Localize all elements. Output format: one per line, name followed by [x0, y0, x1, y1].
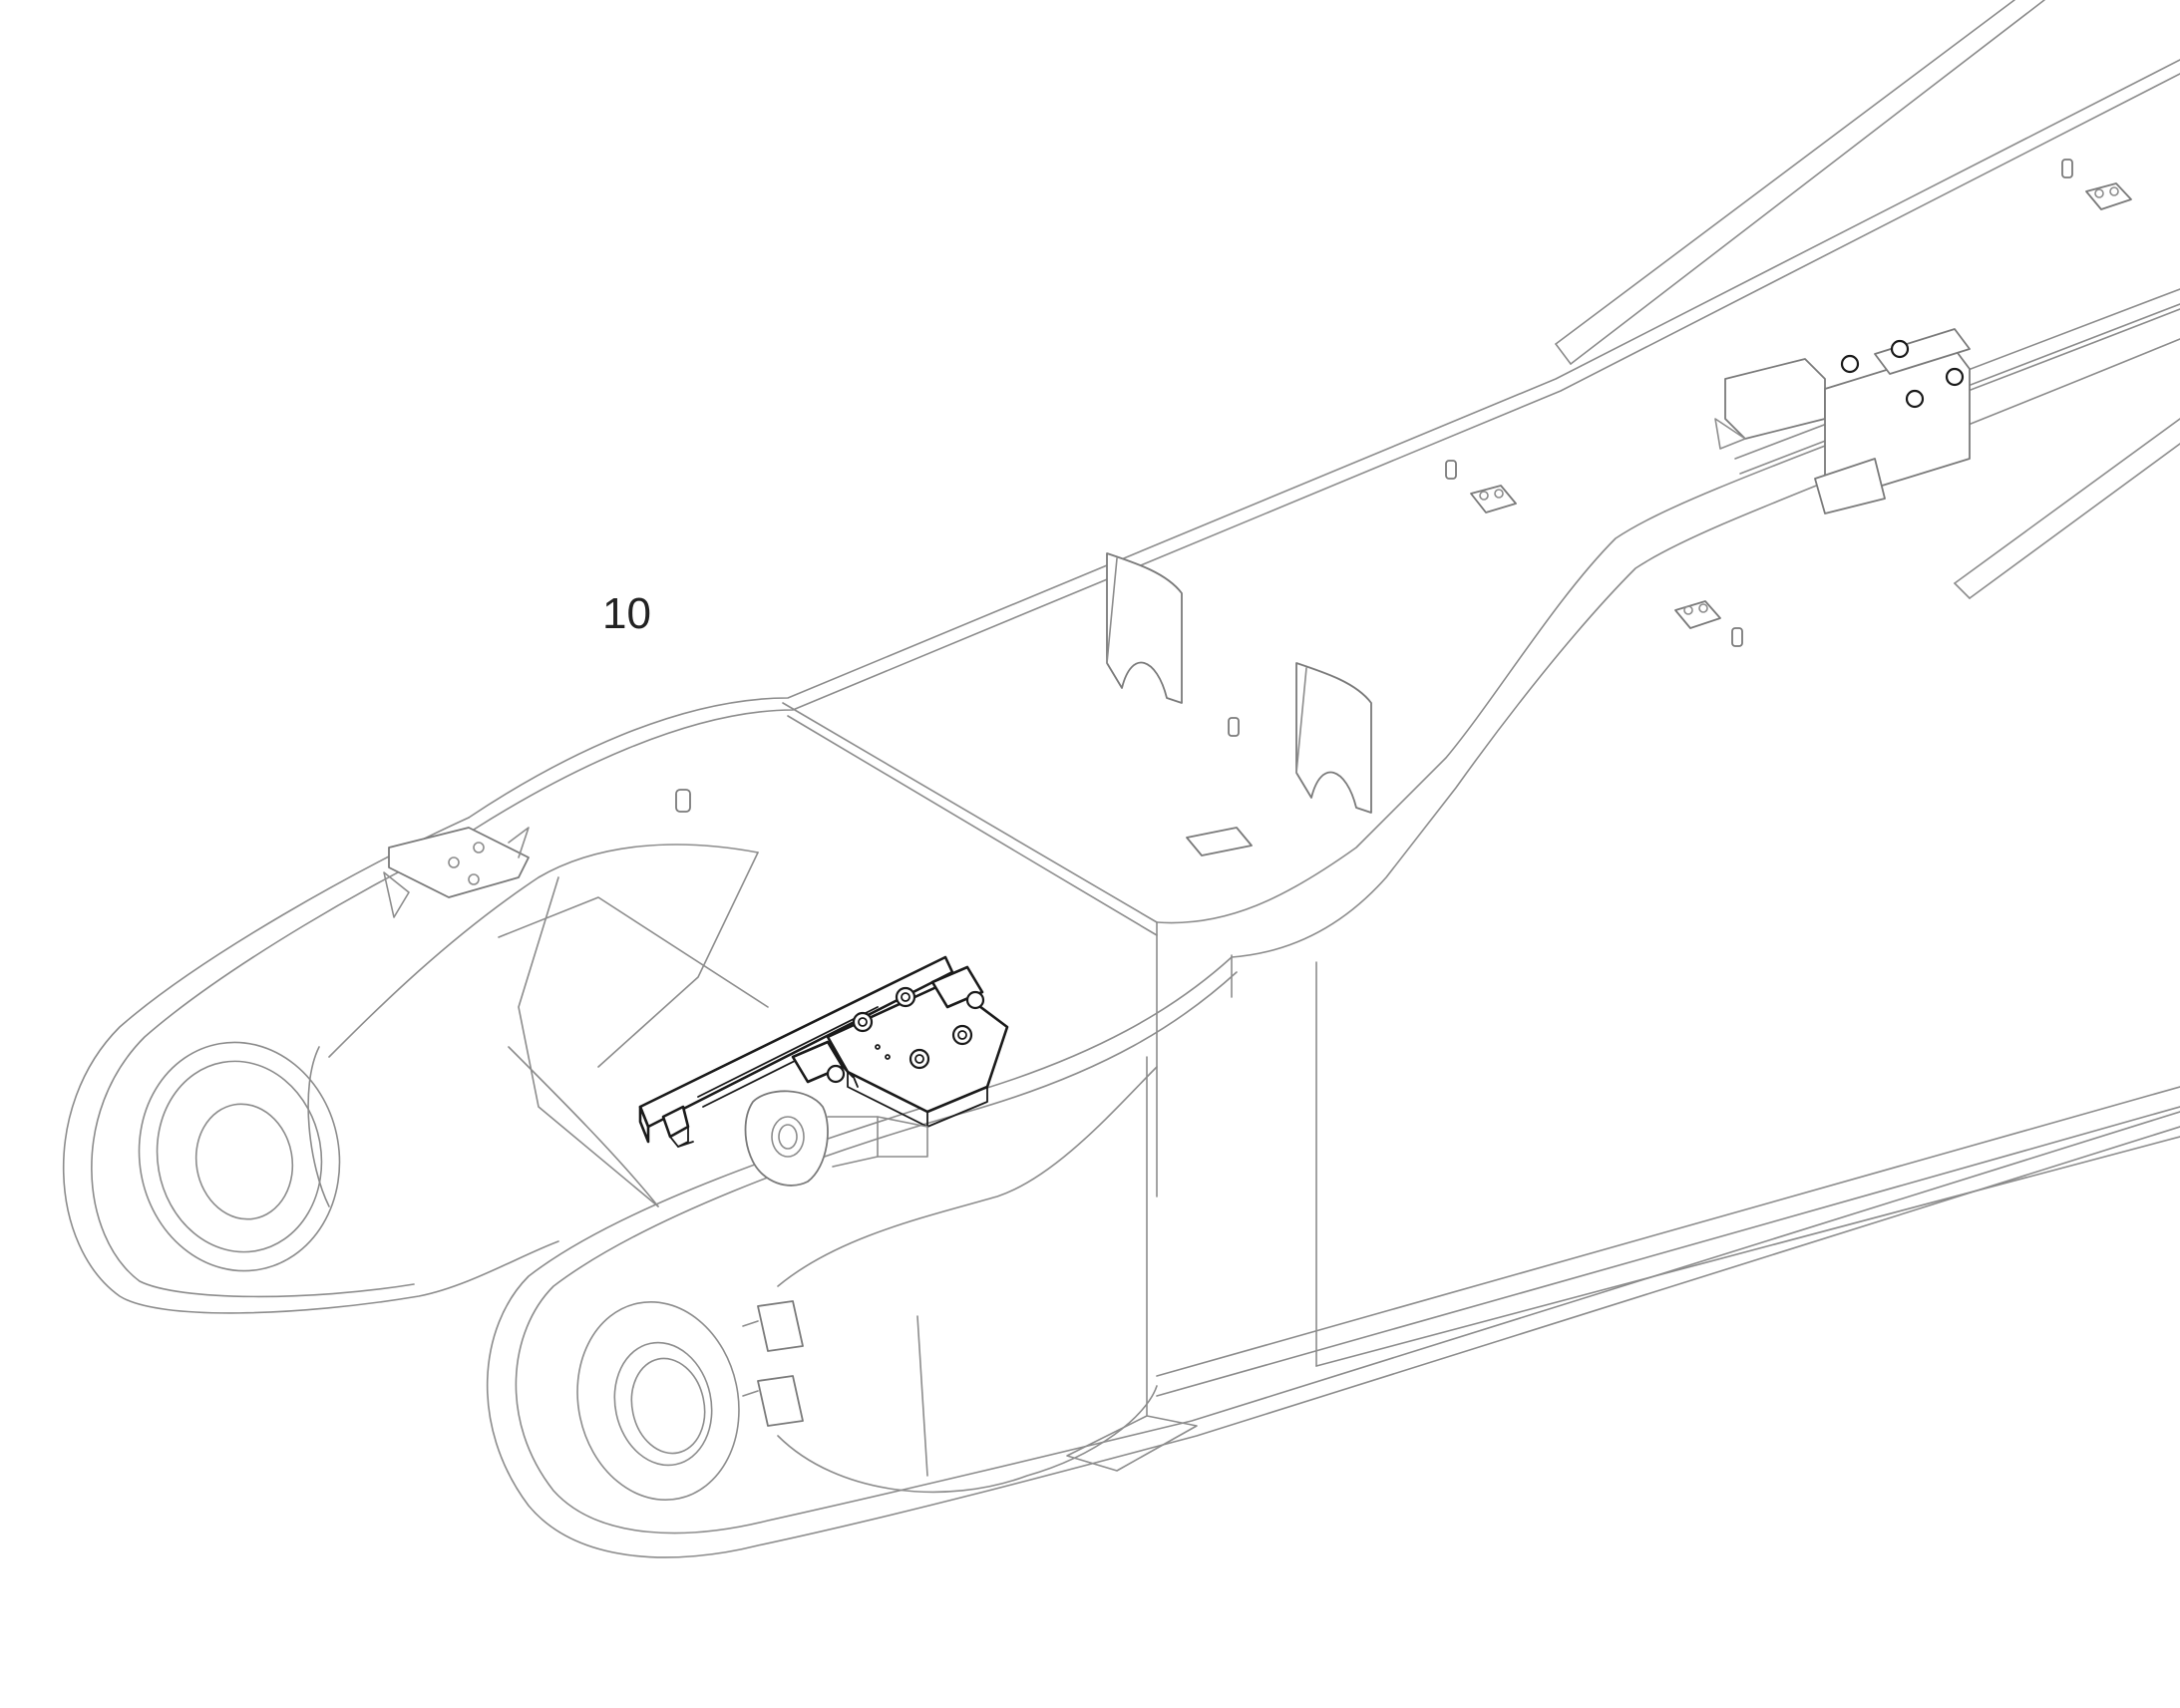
upper-boom-body [62, 59, 2180, 1314]
small-fittings [675, 159, 2132, 856]
pipe-clamp [1714, 328, 1971, 514]
right-structure [383, 0, 2180, 918]
lower-boom-body [486, 308, 2180, 1558]
valve-assembly-highlighted [638, 955, 1009, 1187]
callout-label-item-10: 10 [602, 589, 651, 638]
saddle-plates [1106, 552, 1372, 814]
upper-bracket [383, 827, 530, 918]
